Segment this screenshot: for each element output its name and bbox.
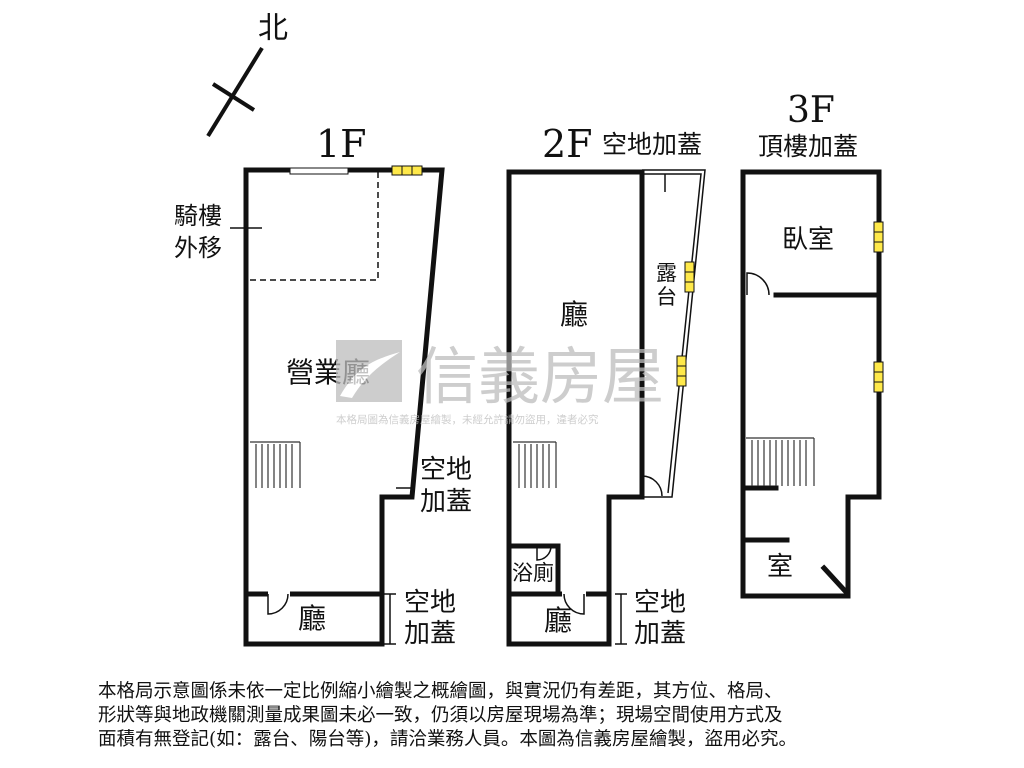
label-1f-extension-side-2: 加蓋 <box>420 487 472 517</box>
disclaimer-line: 本格局示意圖係未依一定比例縮小繪製之概繪圖，與實況仍有差距，其方位、格局、 <box>98 681 783 702</box>
window-icon <box>873 361 884 393</box>
window-icon <box>676 355 687 387</box>
dimension-bracket <box>615 593 627 645</box>
label-2f-extension-bottom-2: 加蓋 <box>634 619 686 649</box>
door-icon <box>267 590 290 615</box>
label-2f-extension-top: 空地加蓋 <box>602 130 702 159</box>
stairs-icon <box>250 441 301 488</box>
door-icon <box>562 590 586 615</box>
floor-2f-title: 2F <box>542 122 593 166</box>
brand-logo-icon <box>336 340 402 402</box>
floor-3f-subtitle: 頂樓加蓋 <box>758 132 858 161</box>
label-terrace-1: 露 <box>656 261 677 285</box>
label-1f-extension-side-1: 空地 <box>420 455 472 485</box>
disclaimer-line: 形狀等與地政機關測量成果圖未必一致，仍須以房屋現場為準；現場空間使用方式及 <box>98 705 783 726</box>
disclaimer-notes: 本格局示意圖係未依一定比例縮小繪製之概繪圖，與實況仍有差距，其方位、格局、 形狀… <box>98 680 938 752</box>
stairs-icon <box>746 437 815 486</box>
stairs-icon <box>513 441 557 488</box>
floor-3f-plan: 3F 頂樓加蓋 臥室 室 <box>740 90 884 599</box>
floor-2f-plan: 2F <box>506 122 706 649</box>
window-icon <box>684 261 695 293</box>
label-bathroom: 浴廁 <box>512 561 554 585</box>
floor-1f-plan: 1F 騎樓 外移 營業廳 空地 <box>174 122 472 649</box>
label-2f-hall: 廳 <box>560 298 588 331</box>
watermark-notice: 本格局圖為信義房屋繪製，未經允許請勿盜用，違者必究 <box>336 413 599 426</box>
compass-north-label: 北 <box>258 11 288 46</box>
label-1f-hall: 廳 <box>298 602 326 635</box>
label-1f-extension-bottom-1: 空地 <box>404 588 456 618</box>
floor-3f-title: 3F <box>787 90 835 131</box>
dimension-bracket <box>384 593 396 645</box>
label-2f-small-hall: 廳 <box>544 604 572 637</box>
window-icon <box>873 221 884 253</box>
label-terrace-2: 台 <box>656 285 677 309</box>
label-arcade-2: 外移 <box>174 234 222 262</box>
label-bedroom: 臥室 <box>782 225 834 255</box>
disclaimer-line: 面積有無登記(如：露台、陽台等)，請洽業務人員。本圖為信義房屋繪製，盜用必究。 <box>98 729 797 750</box>
window-icon <box>391 165 423 176</box>
label-arcade-1: 騎樓 <box>174 202 222 230</box>
watermark: 信義房屋 本格局圖為信義房屋繪製，未經允許請勿盜用，違者必究 <box>336 340 664 426</box>
north-compass: 北 <box>206 11 288 138</box>
label-1f-extension-bottom-2: 加蓋 <box>404 619 456 649</box>
floor-1f-title: 1F <box>316 122 367 166</box>
label-2f-extension-bottom-1: 空地 <box>634 588 686 618</box>
watermark-brand: 信義房屋 <box>416 340 664 413</box>
label-3f-room: 室 <box>767 552 793 582</box>
